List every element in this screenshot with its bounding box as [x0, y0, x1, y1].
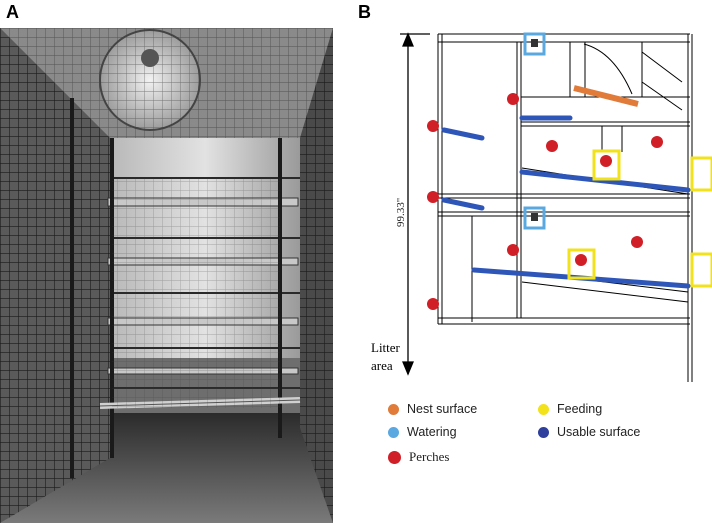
- legend-label-perches: Perches: [409, 449, 450, 464]
- usable-swatch-icon: [538, 426, 549, 438]
- perches: [427, 93, 663, 310]
- legend-label-nest: Nest surface: [407, 402, 478, 416]
- legend-item-usable: Usable surface: [538, 425, 640, 439]
- perches-swatch-icon: [388, 450, 401, 464]
- panel-a-label: A: [6, 2, 19, 22]
- feeding-swatch-icon: [538, 403, 549, 415]
- cage-schematic: 99.33" Litter area: [371, 32, 712, 382]
- height-dimension-arrow: [400, 32, 430, 376]
- legend-item-feeding: Feeding: [538, 402, 602, 416]
- legend-item-perches: Perches: [388, 449, 449, 465]
- watering-points: [523, 32, 546, 230]
- legend-label-usable: Usable surface: [557, 425, 641, 439]
- panel-b-label: B: [358, 2, 371, 22]
- litter-label-line1: Litter: [371, 340, 401, 355]
- legend: Nest surface Feeding Watering Usable sur…: [388, 396, 708, 476]
- height-label: 99.33": [395, 198, 407, 227]
- legend-item-watering: Watering: [388, 425, 457, 439]
- nest-surface: [573, 85, 639, 107]
- legend-label-watering: Watering: [407, 425, 457, 439]
- watering-swatch-icon: [388, 426, 399, 438]
- aviary-photo: [0, 28, 333, 523]
- legend-item-nest: Nest surface: [388, 402, 477, 416]
- nest-swatch-icon: [388, 403, 399, 415]
- litter-label-area: area: [371, 358, 393, 373]
- cage-frame: [437, 33, 693, 382]
- feeding-points: [567, 149, 712, 288]
- legend-label-feeding: Feeding: [557, 402, 603, 416]
